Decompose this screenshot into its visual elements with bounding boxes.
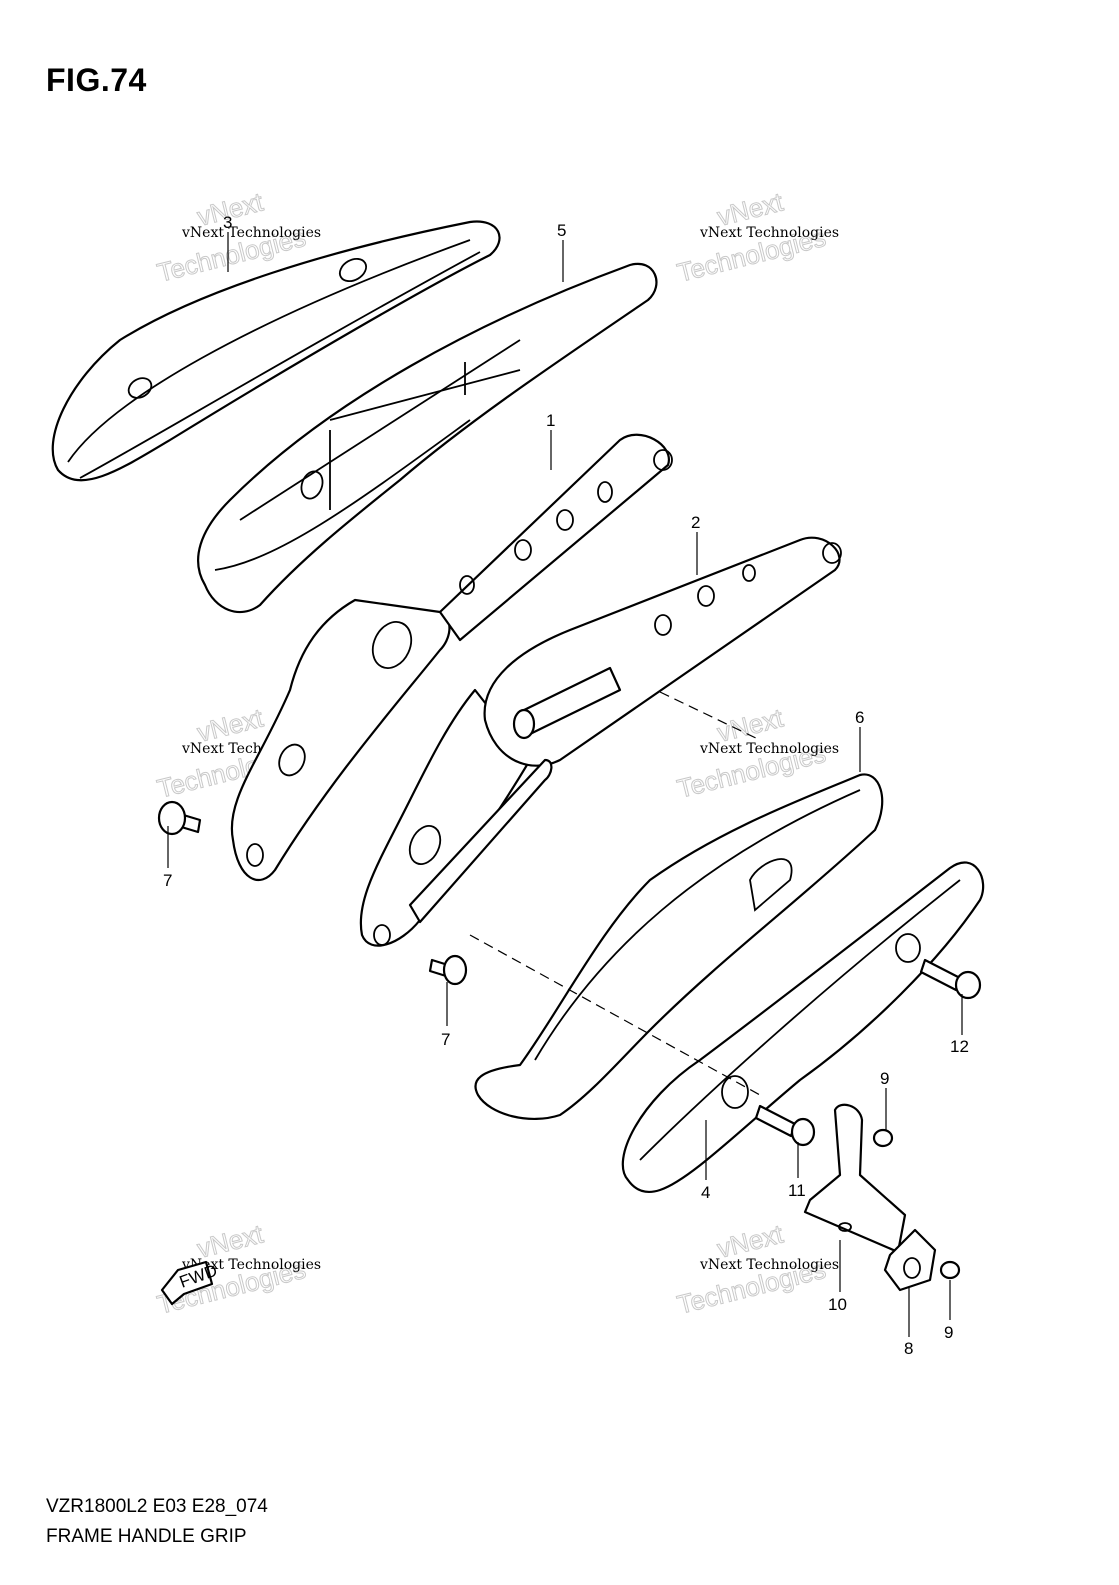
part-4-grip-cover (621, 861, 985, 1194)
part-8-clamp (883, 1228, 937, 1292)
callout-10: 10 (828, 1295, 847, 1314)
part-10-bracket-plate (803, 1103, 907, 1254)
svg-text:vNext Technologies: vNext Technologies (181, 1257, 321, 1273)
callout-2: 2 (691, 513, 700, 532)
callout-11: 11 (788, 1181, 806, 1200)
svg-text:vNext Technologies: vNext Technologies (699, 741, 839, 757)
part-11-bolt (754, 1104, 816, 1147)
part-9-screw-lower (939, 1260, 961, 1280)
callout-3: 3 (223, 213, 232, 232)
part-7-bolt-lower (428, 954, 468, 986)
svg-text:vNext Technologies: vNext Technologies (699, 225, 839, 241)
part-3-grip-cover (51, 220, 501, 482)
part-7-bolt-upper (157, 800, 202, 836)
callout-9b: 9 (944, 1323, 953, 1342)
callout-8: 8 (904, 1339, 913, 1358)
part-12-bolt (919, 958, 982, 1000)
part-9-screw-upper (872, 1128, 894, 1148)
callout-4: 4 (701, 1183, 710, 1202)
svg-text:vNext Technologies: vNext Technologies (181, 225, 321, 241)
part-1-bracket (230, 433, 673, 881)
part-5-grip-cover (197, 262, 658, 614)
watermark-bottom-right: vNext Technologies vNext Technologies (674, 1218, 839, 1320)
watermark-mid-right: vNext Technologies vNext Technologies (674, 702, 839, 804)
callout-12: 12 (950, 1037, 969, 1056)
callout-7a: 7 (163, 871, 172, 890)
callout-6: 6 (855, 708, 864, 727)
callout-5: 5 (557, 221, 566, 240)
callout-9a: 9 (880, 1069, 889, 1088)
assembly-line-1 (469, 934, 761, 1096)
figure-title: FIG.74 (46, 62, 147, 98)
part-6-grip-cover (474, 773, 884, 1120)
callout-1: 1 (546, 411, 555, 430)
watermark-top-right: vNext Technologies vNext Technologies (674, 186, 839, 288)
svg-text:vNext Technologies: vNext Technologies (699, 1257, 839, 1273)
callout-7b: 7 (441, 1030, 450, 1049)
model-code: VZR1800L2 E03 E28_074 (46, 1496, 268, 1517)
figure-name: FRAME HANDLE GRIP (46, 1526, 247, 1547)
part-2-bracket (359, 536, 842, 947)
assembly-line-2 (659, 691, 761, 741)
